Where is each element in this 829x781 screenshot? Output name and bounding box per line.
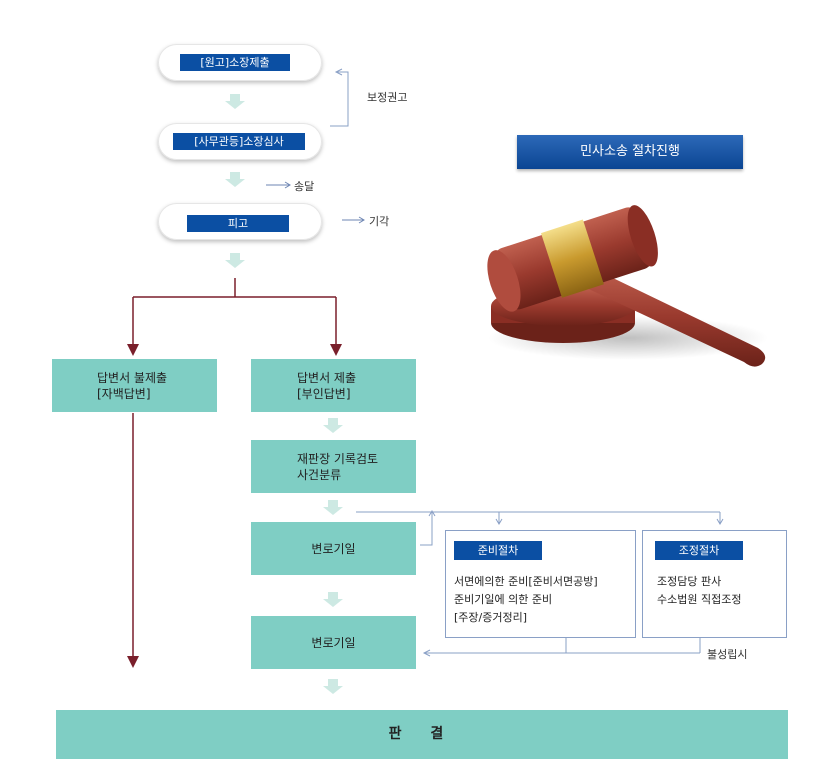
hearing-2-label: 변로기일: [311, 636, 356, 650]
down-arrow: [323, 592, 343, 607]
branch-lines: [127, 278, 342, 668]
correction-bracket: [330, 71, 349, 127]
down-arrow: [225, 172, 245, 187]
down-arrow: [225, 94, 245, 109]
gavel-icon: [487, 205, 768, 367]
mediation-procedure-box: 조정절차 조정담당 판사 수소법원 직접조정: [642, 530, 787, 638]
prep-line1: 서면에의한 준비[준비서면공방]: [454, 575, 598, 588]
step-complaint-label: [원고]소장제출: [180, 54, 290, 71]
hearing-1-label: 변로기일: [311, 542, 356, 556]
mediation-line1: 조정담당 판사: [657, 575, 722, 588]
answer-box: 답변서 제출 [부인답변]: [251, 359, 416, 412]
step-review-label: [사무관등]소장심사: [173, 133, 305, 150]
procedure-connectors: [356, 510, 724, 657]
prep-line3: [주장/증거정리]: [454, 611, 528, 624]
hearing-box-1: 변로기일: [251, 522, 416, 575]
dismissal-arrow: [342, 216, 365, 224]
no-answer-line1: 답변서 불제출: [97, 371, 168, 385]
down-arrow: [225, 253, 245, 268]
step-complaint-pill: [원고]소장제출: [158, 44, 322, 81]
down-arrow: [323, 500, 343, 515]
note-delivery: 송달: [294, 180, 315, 193]
step-defendant-label: 피고: [187, 215, 289, 232]
page-title: 민사소송 절차진행: [517, 135, 743, 169]
note-dismissal: 기각: [369, 215, 390, 228]
prep-procedure-label: 준비절차: [454, 541, 542, 560]
judgment-bar: 판 결: [56, 710, 788, 759]
no-answer-line2: [자백답변]: [97, 387, 151, 401]
mediation-line2: 수소법원 직접조정: [657, 593, 742, 606]
prep-line2: 준비기일에 의한 준비: [454, 593, 553, 606]
mediation-procedure-label: 조정절차: [655, 541, 743, 560]
prep-procedure-box: 준비절차 서면에의한 준비[준비서면공방] 준비기일에 의한 준비 [주장/증거…: [445, 530, 636, 638]
note-correction: 보정권고: [367, 91, 408, 104]
delivery-arrow: [266, 181, 291, 189]
answer-line1: 답변서 제출: [297, 371, 357, 385]
down-arrow: [323, 418, 343, 433]
note-failure: 불성립시: [707, 648, 748, 661]
down-arrow: [323, 679, 343, 694]
record-review-line2: 사건분류: [297, 468, 342, 482]
record-review-line1: 재판장 기록검토: [297, 452, 379, 466]
step-defendant-pill: 피고: [158, 203, 322, 240]
hearing-box-2: 변로기일: [251, 616, 416, 669]
answer-line2: [부인답변]: [297, 387, 351, 401]
step-review-pill: [사무관등]소장심사: [158, 123, 322, 160]
no-answer-box: 답변서 불제출 [자백답변]: [52, 359, 217, 412]
record-review-box: 재판장 기록검토 사건분류: [251, 440, 416, 493]
